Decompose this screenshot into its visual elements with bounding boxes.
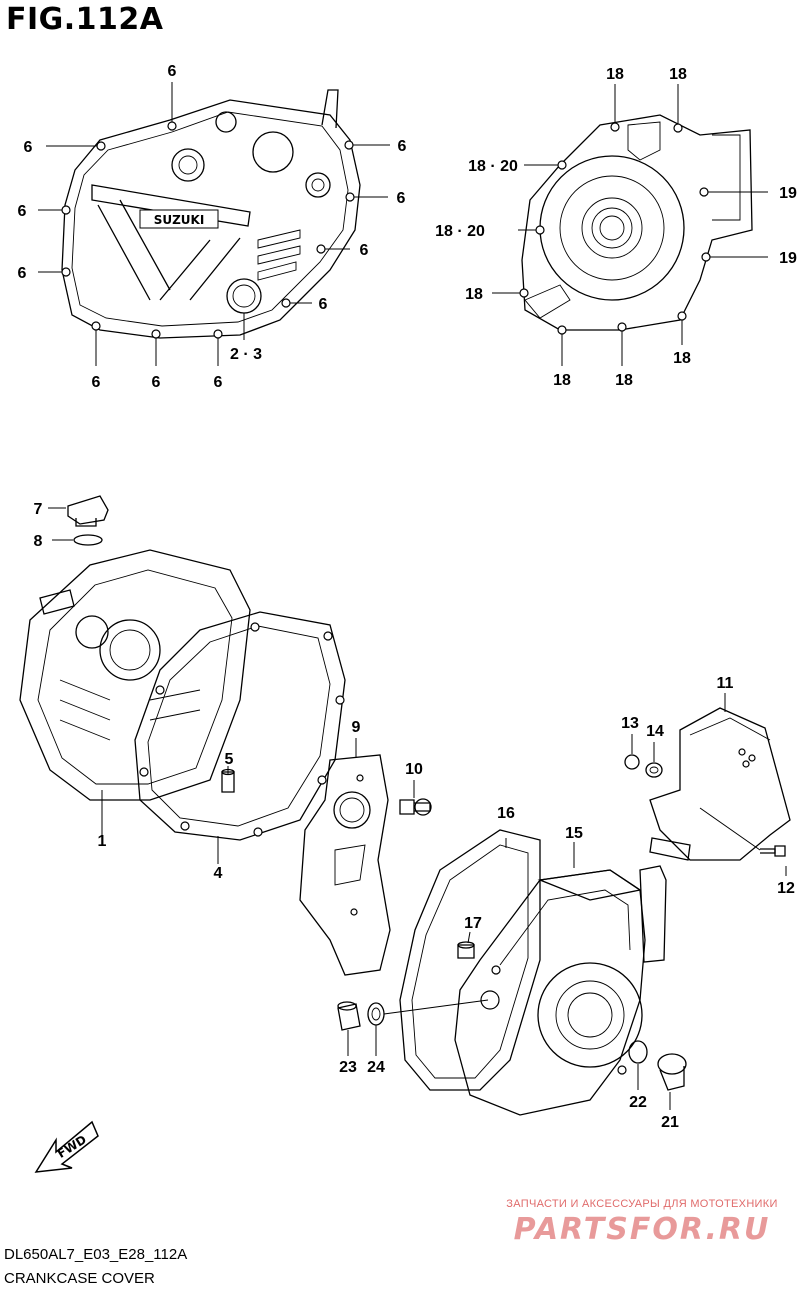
callout-18-left: 18	[465, 286, 483, 303]
watermark-brand: PARTSFOR.RU	[513, 1212, 771, 1247]
callout-18-bottom-2: 18	[615, 372, 633, 389]
oil-filler-cap-7: 7 8	[34, 495, 109, 550]
callout-18-bottom-1: 18	[553, 372, 571, 389]
callout-6-right: 6	[360, 242, 369, 259]
generator-dowel-pin-17: 17	[457, 915, 482, 959]
model-code: DL650AL7_E03_E28_112A	[4, 1246, 188, 1263]
fwd-arrow-icon: FWD	[34, 1120, 99, 1173]
plug-23: 23	[337, 1001, 361, 1076]
callout-6-bottom-2: 6	[152, 374, 161, 391]
callout-22: 22	[629, 1094, 647, 1111]
callout-21: 21	[661, 1114, 679, 1131]
callout-14: 14	[646, 723, 664, 740]
callout-18-20-upper: 18 · 20	[468, 158, 518, 175]
figure-title: FIG.112A	[6, 2, 164, 37]
callout-1: 1	[98, 833, 107, 850]
callout-19-upper: 19	[779, 185, 797, 202]
callout-11: 11	[717, 675, 734, 692]
generator-cover-top-view: 18 18 18 · 20 18 · 20 18 18 18 18 19 19	[435, 66, 797, 389]
watermark-subtitle: ЗАПЧАСТИ И АКСЕССУАРЫ ДЛЯ МОТОТЕХНИКИ	[506, 1198, 778, 1210]
suzuki-logo: SUZUKI	[154, 213, 205, 227]
callout-6-lower-left: 6	[18, 265, 27, 282]
callout-5: 5	[225, 751, 234, 768]
gasket-washer-24: 24	[367, 999, 489, 1076]
callout-12: 12	[777, 880, 795, 897]
bolt-10: 10	[399, 761, 432, 816]
callout-13: 13	[621, 715, 639, 732]
guard-bolt-12: 12	[699, 807, 795, 897]
callout-6-upper-left: 6	[24, 139, 33, 156]
callout-6-lower-right: 6	[319, 296, 328, 313]
cover-guard-11: 11	[649, 675, 791, 861]
callout-8: 8	[34, 533, 43, 550]
callout-18-20-lower: 18 · 20	[435, 223, 485, 240]
callout-24: 24	[367, 1059, 385, 1076]
plate-9: 9	[299, 719, 391, 976]
callout-18-bottom-3: 18	[673, 350, 691, 367]
callout-4: 4	[214, 865, 223, 882]
callout-16: 16	[497, 805, 515, 822]
dowel-pin-5: 5	[221, 751, 235, 793]
clutch-cover-top-view: SUZUKI 6 6 6	[18, 63, 407, 391]
callout-17: 17	[464, 915, 482, 932]
gasket-4: 4	[134, 611, 346, 882]
callout-23: 23	[339, 1059, 357, 1076]
callout-6-bottom-1: 6	[92, 374, 101, 391]
callout-6-bottom-3: 6	[214, 374, 223, 391]
callout-6-top: 6	[168, 63, 177, 80]
callout-18-top-2: 18	[669, 66, 687, 83]
generator-gasket-16: 16	[399, 805, 541, 1091]
callout-2-3: 2 · 3	[230, 346, 262, 363]
crankcase-cover-1: 1	[19, 549, 251, 850]
callout-18-top-1: 18	[606, 66, 624, 83]
cover-bolt-bosses	[61, 121, 355, 339]
callout-6-left: 6	[18, 203, 27, 220]
callout-19-lower: 19	[779, 250, 797, 267]
generator-bolt-bosses	[519, 122, 711, 335]
callout-15: 15	[565, 825, 583, 842]
callout-9: 9	[352, 719, 361, 736]
generator-cover-15: 15	[454, 825, 667, 1116]
callout-7: 7	[34, 501, 43, 518]
timing-o-ring-22: 22	[628, 1040, 648, 1111]
section-name: CRANKCASE COVER	[4, 1270, 155, 1287]
cushion-13: 13	[621, 715, 640, 770]
spacer-14: 14	[645, 723, 664, 778]
callout-6-upper-right: 6	[397, 190, 406, 207]
callout-10: 10	[405, 761, 423, 778]
callout-6-top-right: 6	[398, 138, 407, 155]
timing-plug-21: 21	[657, 1053, 687, 1131]
